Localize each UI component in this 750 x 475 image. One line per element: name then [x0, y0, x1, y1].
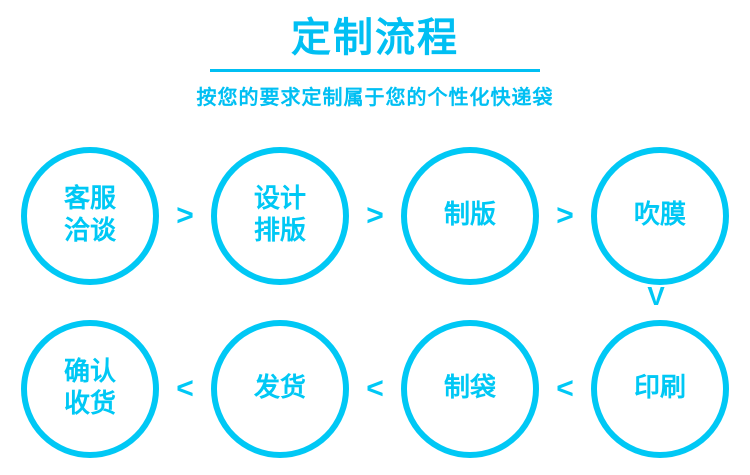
- flow-node-label: 印刷: [633, 373, 686, 404]
- flow-node-label: 客服 洽谈: [63, 184, 116, 246]
- flow-arrow-right-1: >: [176, 199, 194, 232]
- flow-node-bag-making[interactable]: 制袋: [401, 320, 539, 458]
- flow-node-customer-service[interactable]: 客服 洽谈: [21, 147, 159, 285]
- flow-arrow-right-3: >: [556, 199, 574, 232]
- flow-arrow-down: V: [647, 281, 665, 311]
- flow-row-bottom: 确认 收货 < 发货 < 制袋 < 印刷: [0, 320, 750, 458]
- flow-node-film-blowing[interactable]: 吹膜: [591, 147, 729, 285]
- flow-node-label: 确认 收货: [63, 357, 116, 419]
- flow-node-design-layout[interactable]: 设计 排版: [211, 147, 349, 285]
- page-title: 定制流程: [291, 15, 459, 61]
- flow-row-top: 客服 洽谈 > 设计 排版 > 制版 > 吹膜: [0, 147, 750, 285]
- flow-arrow-right-2: >: [366, 199, 384, 232]
- flow-arrow-left-3: <: [556, 372, 574, 405]
- flow-node-label: 吹膜: [633, 200, 686, 231]
- flow-arrow-left-2: <: [366, 372, 384, 405]
- flow-node-label: 制版: [443, 200, 496, 231]
- flow-node-shipping[interactable]: 发货: [211, 320, 349, 458]
- flow-node-printing[interactable]: 印刷: [591, 320, 729, 458]
- flow-node-plate-making[interactable]: 制版: [401, 147, 539, 285]
- flow-node-label: 制袋: [443, 373, 496, 404]
- title-divider: [210, 69, 540, 72]
- flow-arrow-left-1: <: [176, 372, 194, 405]
- flow-node-label: 设计 排版: [253, 184, 306, 246]
- page-subtitle: 按您的要求定制属于您的个性化快递袋: [196, 85, 554, 109]
- flow-node-label: 发货: [253, 373, 306, 404]
- flow-node-confirm-receipt[interactable]: 确认 收货: [21, 320, 159, 458]
- header: 定制流程 按您的要求定制属于您的个性化快递袋: [0, 0, 750, 110]
